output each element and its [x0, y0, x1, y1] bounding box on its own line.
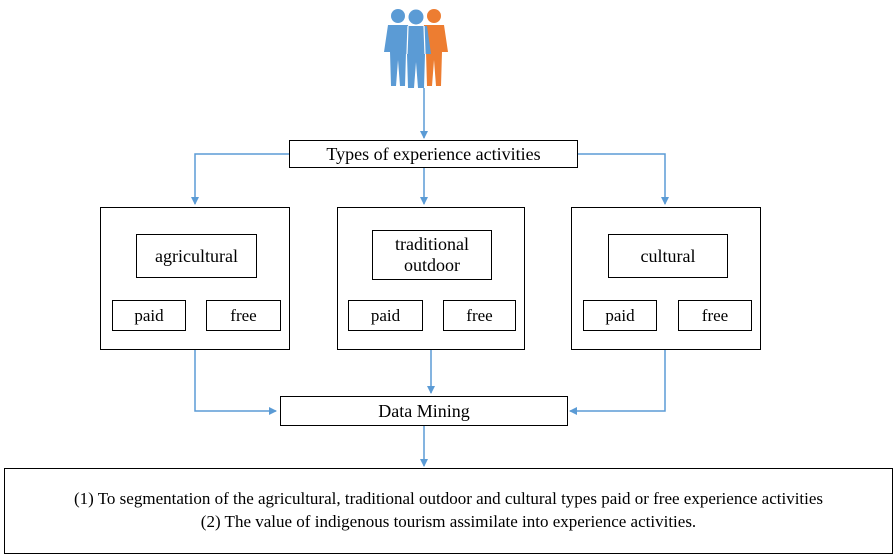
traditional-outdoor-paid-label: paid — [370, 305, 401, 325]
agricultural-node: agricultural — [136, 234, 257, 278]
data-mining-node: Data Mining — [280, 396, 568, 426]
experience-types-label: Types of experience activities — [326, 143, 541, 164]
agricultural-paid-label: paid — [134, 305, 164, 325]
experience-types-node: Types of experience activities — [289, 140, 578, 168]
data-mining-label: Data Mining — [378, 400, 470, 421]
cultural-label: cultural — [640, 245, 696, 266]
people-group-icon — [384, 9, 448, 88]
agricultural-free-label: free — [230, 305, 257, 325]
result-line-2: (2) The value of indigenous tourism assi… — [200, 512, 697, 531]
cultural-free-label: free — [701, 305, 729, 325]
cultural-node: cultural — [608, 234, 728, 278]
result-line-1: (1) To segmentation of the agricultural,… — [73, 489, 824, 509]
traditional-outdoor-label: traditional outdoor — [395, 234, 469, 275]
agricultural-free-node: free — [206, 300, 281, 331]
agricultural-label: agricultural — [155, 245, 238, 266]
cultural-paid-label: paid — [605, 305, 635, 325]
cultural-free-node: free — [678, 300, 752, 331]
result-box: (1) To segmentation of the agricultural,… — [4, 468, 893, 554]
traditional-outdoor-paid-node: paid — [348, 300, 423, 331]
agricultural-paid-node: paid — [112, 300, 186, 331]
traditional-outdoor-free-node: free — [443, 300, 516, 331]
traditional-outdoor-free-label: free — [466, 305, 493, 325]
cultural-paid-node: paid — [583, 300, 657, 331]
traditional-outdoor-node: traditional outdoor — [372, 230, 492, 280]
